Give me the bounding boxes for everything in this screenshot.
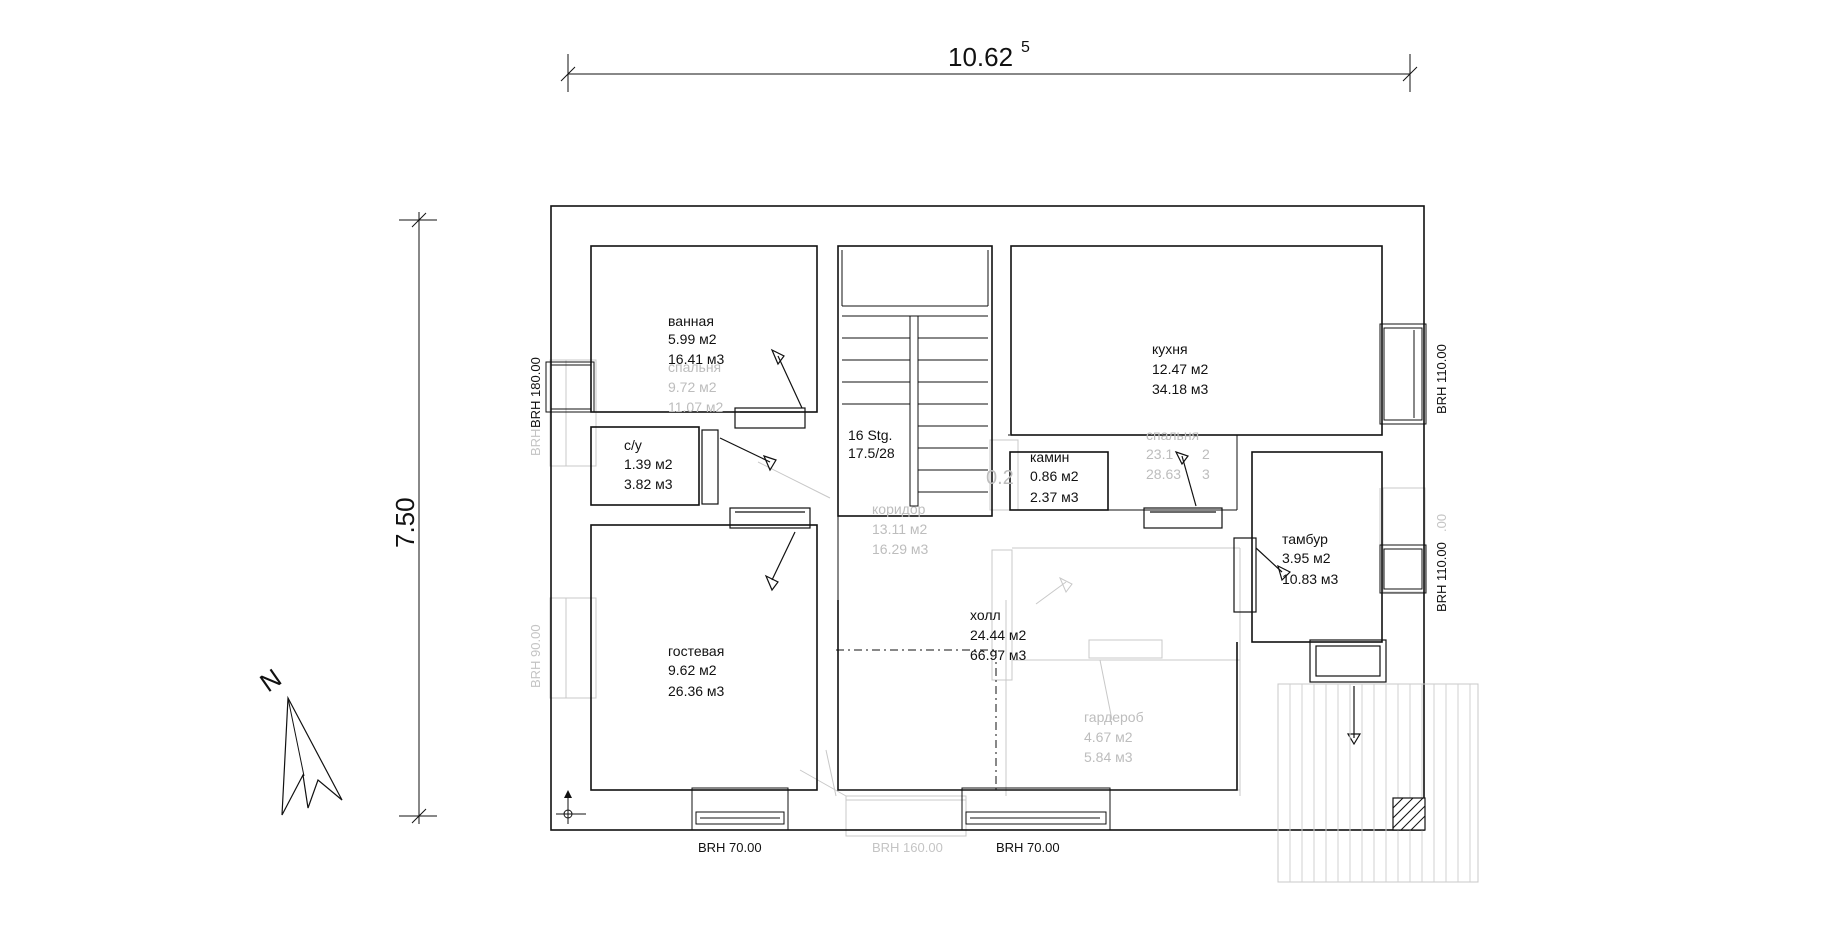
brh-bottom-left: BRH 70.00 [698, 840, 762, 855]
room-su [590, 426, 700, 506]
room-holl-name: холл [970, 607, 1001, 623]
room-tambur-volume: 10.83 м3 [1282, 571, 1339, 587]
origin-crosshair-icon [556, 790, 586, 824]
room-su-name: с/у [624, 437, 642, 453]
brh-bottom-right: BRH 70.00 [996, 840, 1060, 855]
brh-bottom-ghost: BRH 160.00 [872, 840, 943, 855]
room-vannaya-volume: 16.41 м3 [668, 351, 725, 367]
window-right-bottom [1379, 544, 1427, 594]
ghost-spalnya-right-volume: 28.63 [1146, 466, 1181, 482]
staircase: 16 Stg. 17.5/28 [837, 245, 993, 517]
room-kamin-volume: 2.37 м3 [1030, 489, 1079, 505]
door-vannaya [734, 348, 806, 429]
ghost-spalnya-right-area-suffix: 2 [1202, 446, 1210, 462]
stair-ratio: 17.5/28 [848, 445, 895, 461]
ghost-spalnya-left-name: спальня [668, 359, 721, 375]
brh-left-ghost-top: BRH [528, 429, 543, 456]
chimney-hatch-icon [1392, 797, 1426, 831]
window-bottom-left [691, 787, 789, 831]
ghost-spalnya-left-volume: 11.07 м2 [668, 399, 724, 415]
height-dimension: 7.50 [390, 212, 437, 824]
room-gostevaya-name: гостевая [668, 643, 724, 659]
room-kuhnya-area: 12.47 м2 [1152, 361, 1209, 377]
brh-right-bottom: BRH 110.00 [1434, 542, 1449, 612]
width-dimension: 10.62 5 [560, 39, 1418, 92]
window-right-top [1379, 323, 1427, 425]
room-holl-volume: 66.97 м3 [970, 647, 1027, 663]
room-tambur-area: 3.95 м2 [1282, 550, 1331, 566]
room-kamin-name: камин [1030, 449, 1069, 465]
room-gostevaya-area: 9.62 м2 [668, 662, 717, 678]
room-kuhnya-name: кухня [1152, 341, 1188, 357]
stair-steps: 16 Stg. [848, 427, 892, 443]
room-koridor-volume: 16.29 м3 [872, 541, 929, 557]
brh-right-ghost: .00 [1434, 514, 1449, 532]
ghost-garderob-area: 4.67 м2 [1084, 729, 1133, 745]
door-su [701, 429, 777, 505]
ghost-kamin-text: 0.2 [986, 467, 1014, 489]
porch-terrace [1277, 683, 1479, 883]
room-tambur [1251, 451, 1383, 643]
width-dimension-value: 10.62 [948, 42, 1013, 72]
north-arrow-icon: N [254, 663, 343, 816]
room-kuhnya-volume: 34.18 м3 [1152, 381, 1209, 397]
room-su-area: 1.39 м2 [624, 456, 673, 472]
room-tambur-name: тамбур [1282, 531, 1328, 547]
width-dimension-superscript: 5 [1021, 39, 1030, 56]
ghost-garderob-name: гардероб [1084, 709, 1144, 725]
room-holl-area: 24.44 м2 [970, 627, 1027, 643]
room-kamin-area: 0.86 м2 [1030, 468, 1079, 484]
room-gostevaya [590, 524, 818, 791]
room-vannaya-name: ванная [668, 313, 714, 329]
room-kuhnya [1010, 245, 1383, 436]
north-arrow-label: N [254, 663, 287, 698]
ghost-spalnya-right-area: 23.1 [1146, 446, 1173, 462]
door-tambur [1233, 537, 1292, 613]
room-koridor-name: коридор [872, 501, 926, 517]
door-kuhnya [1143, 450, 1223, 529]
door-entrance [1309, 639, 1387, 746]
ghost-lower-floor [549, 359, 1426, 837]
brh-right-top: BRH 110.00 [1434, 344, 1449, 414]
window-left-top [545, 361, 595, 413]
room-su-volume: 3.82 м3 [624, 476, 673, 492]
brh-left-ghost-bottom: BRH 90.00 [528, 624, 543, 688]
door-gostevaya [729, 507, 811, 592]
window-bottom-right [961, 787, 1111, 831]
room-vannaya-area: 5.99 м2 [668, 331, 717, 347]
ghost-spalnya-left-area: 9.72 м2 [668, 379, 717, 395]
ghost-garderob-volume: 5.84 м3 [1084, 749, 1133, 765]
brh-left-top: BRH 180.00 [528, 357, 543, 428]
ghost-spalnya-right-volume-suffix: 3 [1202, 466, 1210, 482]
height-dimension-value: 7.50 [390, 497, 420, 548]
room-koridor-area: 13.11 м2 [872, 521, 928, 537]
ghost-spalnya-right-name: спальня [1146, 427, 1199, 443]
room-kamin [1009, 451, 1109, 511]
room-gostevaya-volume: 26.36 м3 [668, 683, 725, 699]
room-holl [837, 600, 1238, 791]
room-vannaya [590, 245, 818, 413]
door-holl-ghost [1035, 576, 1073, 605]
